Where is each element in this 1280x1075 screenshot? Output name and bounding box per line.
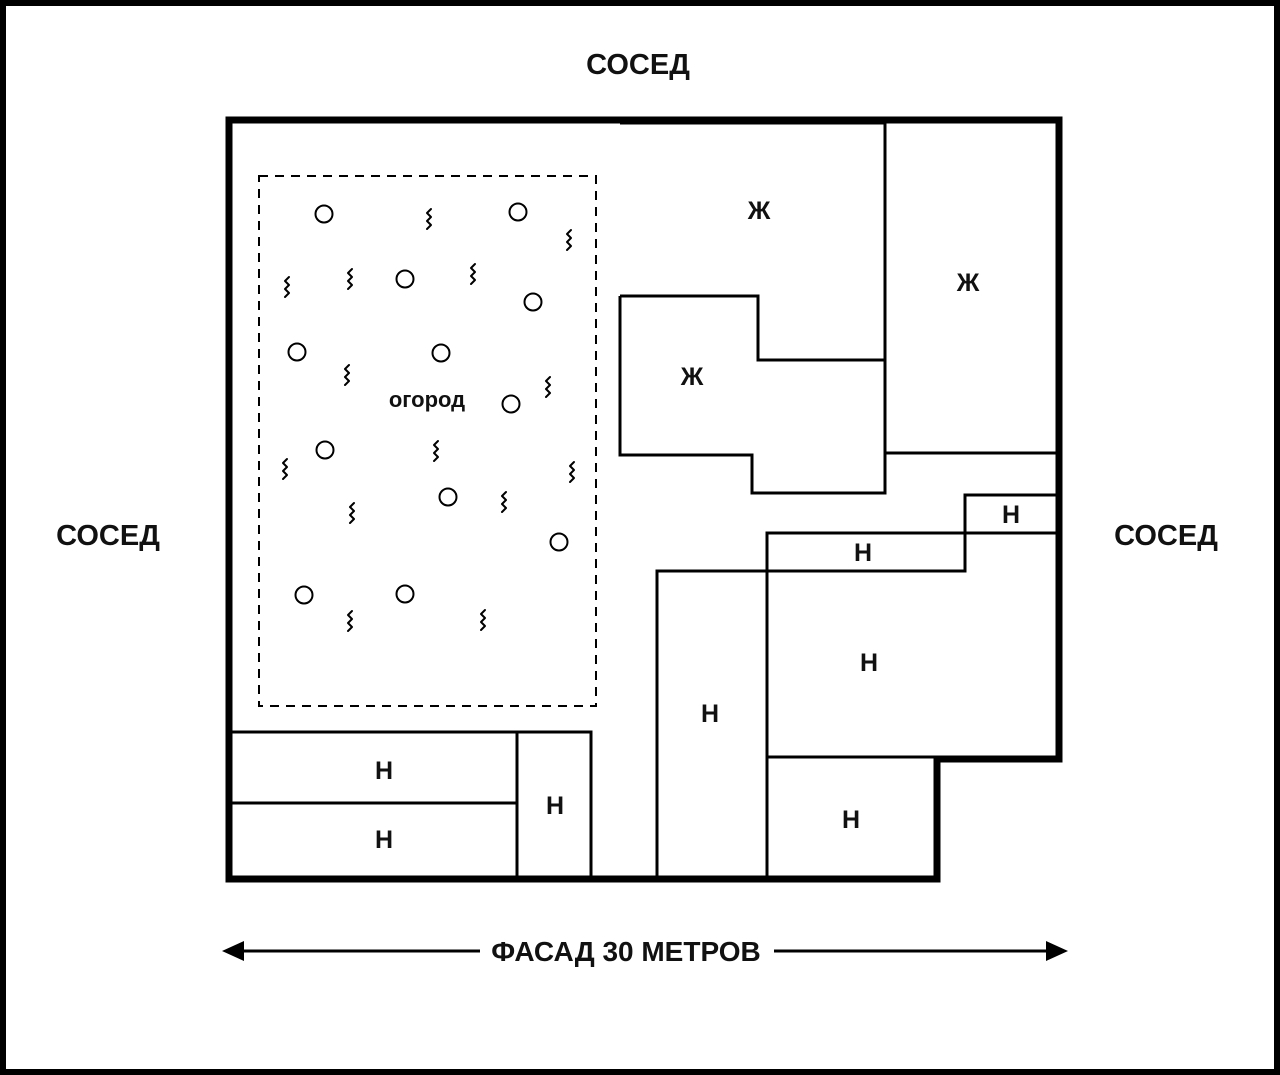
- squiggle-grass-icon: [433, 440, 439, 462]
- circle-plant-icon: [549, 532, 569, 552]
- circle-plant-icon: [501, 394, 521, 414]
- circle-plant-icon: [294, 585, 314, 605]
- squiggle-grass-icon: [470, 263, 476, 285]
- squiggle-grass-icon: [344, 364, 350, 386]
- room-label-n-bottom-small: Н: [546, 792, 564, 820]
- neighbor-label-top: СОСЕД: [586, 49, 690, 81]
- neighbor-label-left: СОСЕД: [56, 520, 160, 552]
- living-buildings: [618, 121, 1056, 495]
- nonresidential-buildings-right: [655, 493, 1056, 876]
- room-label-n-big-right: Н: [860, 649, 878, 677]
- site-plan: СОСЕД СОСЕД СОСЕД огород: [56, 49, 1218, 967]
- squiggle-grass-icon: [501, 491, 507, 513]
- building-bottom-left-group: [232, 730, 593, 876]
- plot-boundary: [225, 116, 1063, 883]
- squiggle-grass-icon: [347, 268, 353, 290]
- double-arrow-icon: [222, 941, 1068, 961]
- garden-grass: [282, 208, 575, 632]
- circle-plant-icon: [395, 269, 415, 289]
- room-label-n-small-right: Н: [1002, 501, 1020, 529]
- squiggle-grass-icon: [282, 458, 288, 480]
- squiggle-grass-icon: [569, 461, 575, 483]
- room-label-living-top: Ж: [747, 197, 771, 225]
- room-label-n-bottom-left-top: Н: [375, 757, 393, 785]
- squiggle-grass-icon: [284, 276, 290, 298]
- living-building-top: [620, 121, 887, 362]
- circle-plant-icon: [523, 292, 543, 312]
- facade-label: ФАСАД 30 МЕТРОВ: [491, 936, 761, 967]
- living-building-mid: [618, 296, 887, 495]
- neighbor-label-right: СОСЕД: [1114, 520, 1218, 552]
- squiggle-grass-icon: [545, 376, 551, 398]
- garden-area: [258, 175, 597, 707]
- circle-plant-icon: [431, 343, 451, 363]
- circle-plant-icon: [395, 584, 415, 604]
- room-label-n-strip: Н: [854, 539, 872, 567]
- squiggle-grass-icon: [349, 502, 355, 524]
- room-label-n-tall: Н: [701, 700, 719, 728]
- circle-plant-icon: [287, 342, 307, 362]
- room-label-living-right: Ж: [956, 269, 980, 297]
- circle-plant-icon: [315, 440, 335, 460]
- garden-label: огород: [389, 387, 465, 412]
- squiggle-grass-icon: [566, 229, 572, 251]
- squiggle-grass-icon: [347, 610, 353, 632]
- room-label-n-bottom-left-bottom: Н: [375, 826, 393, 854]
- circle-plant-icon: [314, 204, 334, 224]
- building-tall: [655, 569, 767, 876]
- room-label-living-mid: Ж: [680, 363, 704, 391]
- circle-plant-icon: [508, 202, 528, 222]
- room-label-n-bottom-right: Н: [842, 806, 860, 834]
- nonresidential-buildings-left: [232, 730, 593, 876]
- circle-plant-icon: [438, 487, 458, 507]
- squiggle-grass-icon: [480, 609, 486, 631]
- squiggle-grass-icon: [426, 208, 432, 230]
- garden-plants: [287, 202, 569, 605]
- building-small-right: [963, 493, 1056, 535]
